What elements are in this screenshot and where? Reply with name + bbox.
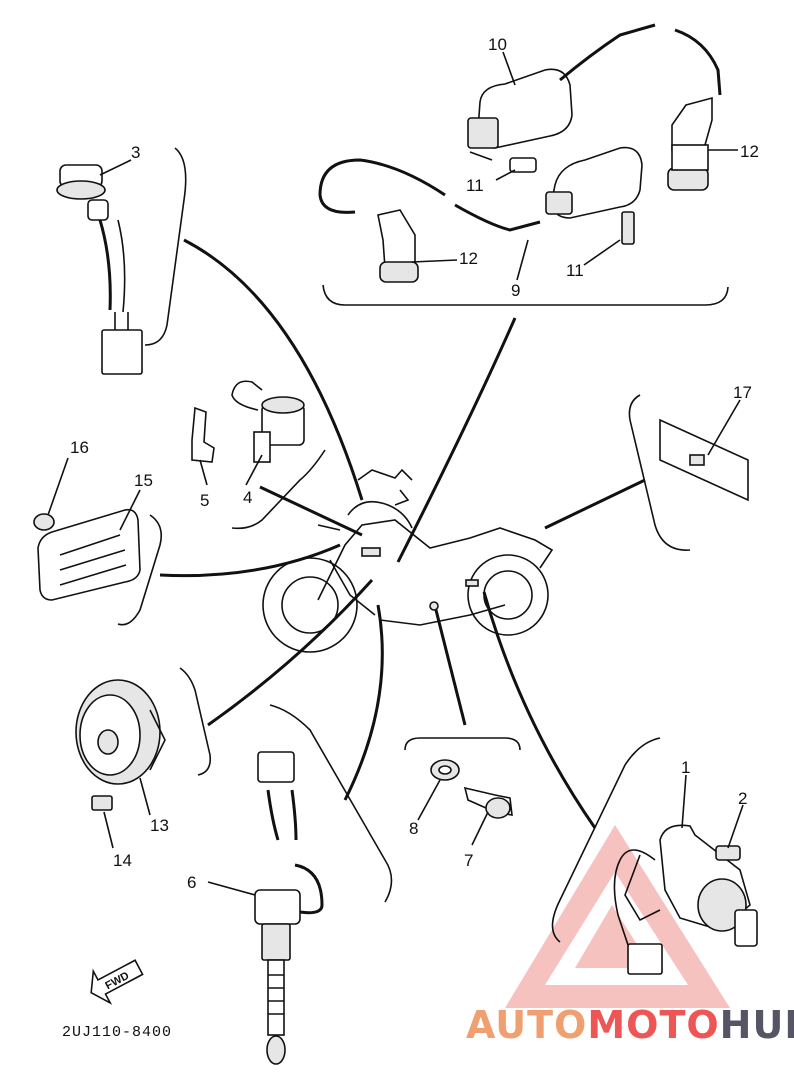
part-8-washer [430,759,460,781]
watermark-moto: MOTO [587,1003,719,1047]
label-part-11-upper: 11 [466,176,484,195]
part-7-switch [463,786,513,819]
fwd-label: FWD [103,970,131,992]
part-14-bolt [91,795,113,811]
group-brackets [117,147,729,943]
label-part-12-lower: 12 [459,249,478,268]
callout-lines [47,51,744,896]
part-5-bracket [191,406,215,463]
part-10-ignition-coil [467,23,722,161]
label-part-4: 4 [243,488,252,507]
part-12-plug-cap-right [667,96,713,191]
label-part-2: 2 [738,789,747,808]
part-2-screw [715,845,741,861]
label-part-17: 17 [733,383,752,402]
label-part-9: 9 [511,281,520,300]
part-4-relay [231,380,305,463]
label-part-8: 8 [409,819,418,838]
label-part-10: 10 [488,35,507,54]
watermark-brand: AUTOMOTOHUB [466,1003,794,1047]
fwd-direction-icon: FWD [90,959,144,1005]
drawing-code: 2UJ110-8400 [62,1024,172,1041]
part-11-bolts [509,157,635,245]
label-part-6: 6 [187,873,196,892]
part-13-horn [75,679,166,785]
part-1-main-switch [613,824,758,975]
part-labels: 1 2 3 4 5 6 7 8 9 10 11 11 12 12 13 14 1… [70,35,759,892]
label-part-14: 14 [113,851,132,870]
label-part-12-upper: 12 [740,142,759,161]
motorcycle-outline [262,468,554,653]
part-16-nut [33,513,55,531]
label-part-3: 3 [131,143,140,162]
label-part-16: 16 [70,438,89,457]
part-12-plug-cap-left [377,209,419,283]
part-15-reflector [37,508,141,601]
label-part-7: 7 [464,851,473,870]
part-6-sensor [254,751,324,1065]
part-17-reflector [659,418,749,502]
label-part-1: 1 [681,758,690,777]
label-part-13: 13 [150,816,169,835]
label-part-5: 5 [200,491,209,510]
part-3-sensor [56,164,143,375]
watermark-auto: AUTO [466,1003,587,1047]
label-part-15: 15 [134,471,153,490]
label-part-11-lower: 11 [566,261,584,280]
part-9-ignition-coil [318,146,643,232]
leader-wires [159,238,646,829]
watermark-hub: HUB [720,1003,794,1047]
